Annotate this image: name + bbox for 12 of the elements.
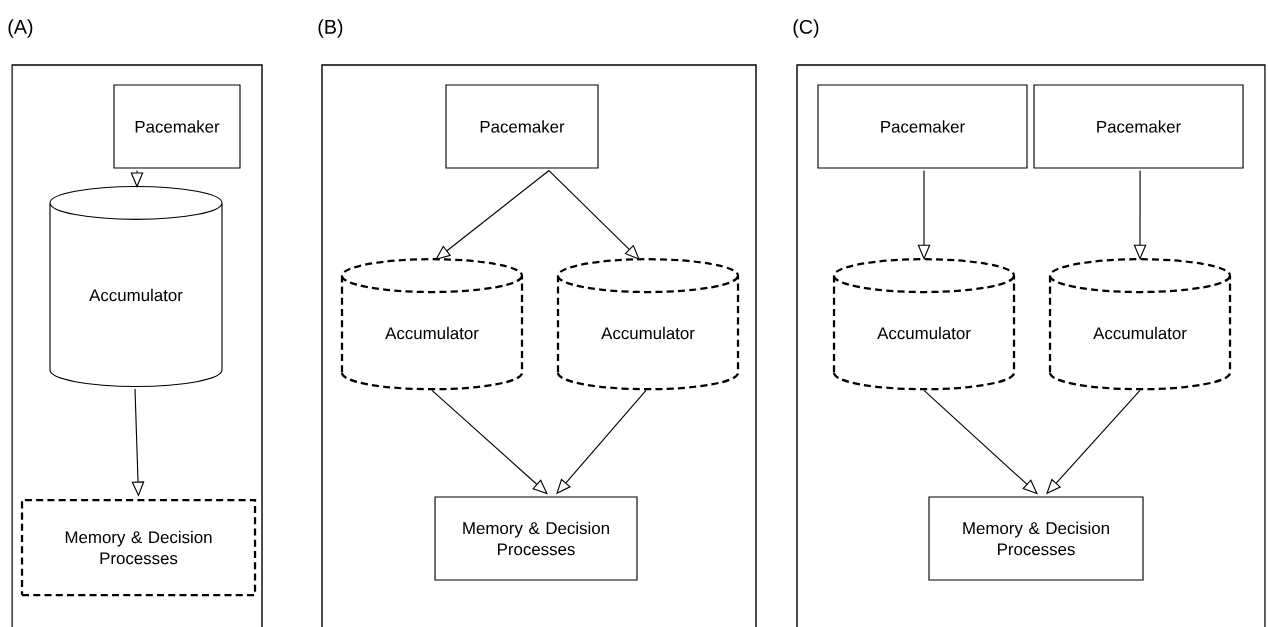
process-box: Pacemaker <box>445 84 599 169</box>
cylinder: Accumulator <box>340 258 524 391</box>
process-box: Pacemaker <box>1033 84 1244 169</box>
cylinder: Accumulator <box>49 185 223 388</box>
process-box: Memory & Decision Processes <box>20 498 257 597</box>
process-box: Pacemaker <box>817 84 1028 169</box>
process-box: Memory & Decision Processes <box>434 496 638 581</box>
process-box: Pacemaker <box>113 84 241 169</box>
cylinder: Accumulator <box>832 258 1016 391</box>
cylinder: Accumulator <box>556 258 740 391</box>
cylinder: Accumulator <box>1048 258 1232 391</box>
process-box: Memory & Decision Processes <box>928 496 1144 581</box>
